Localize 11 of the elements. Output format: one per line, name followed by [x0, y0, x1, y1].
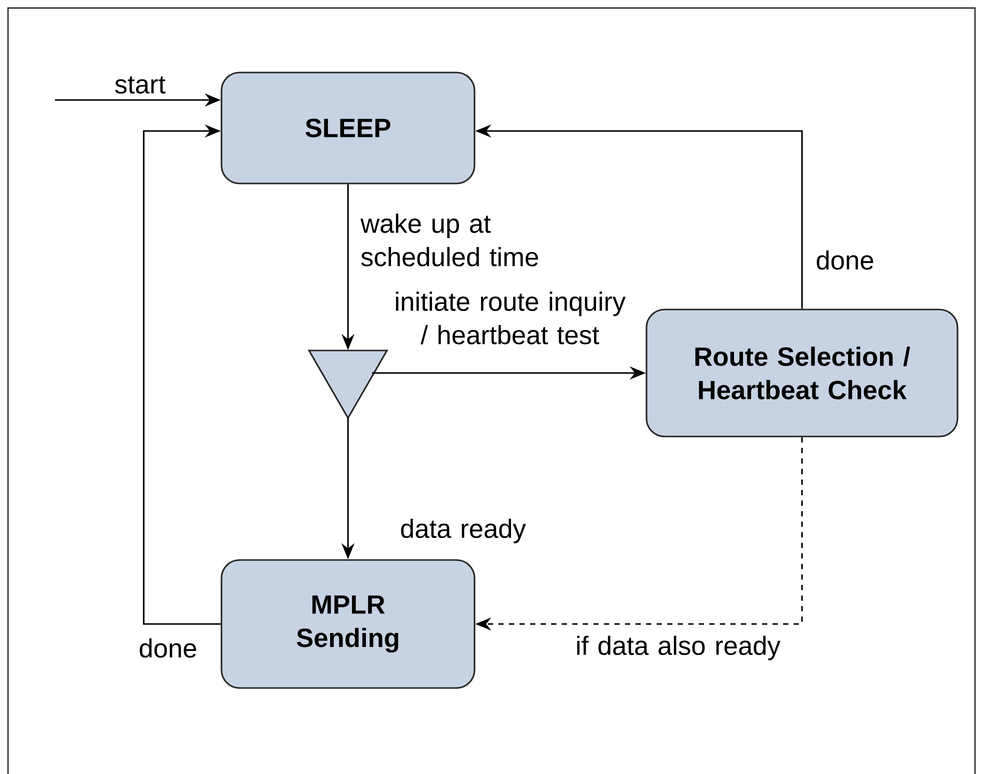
edge-label: if data also ready [577, 636, 780, 660]
edge-label: initiate route inquiry / heartbeat test [396, 292, 626, 344]
edge-label: wake up at scheduled time [360, 214, 538, 266]
edge-label: done [140, 638, 196, 658]
state-box: Route Selection / Heartbeat Check [646, 308, 958, 438]
state-box: SLEEP [220, 72, 476, 184]
edge-label: done [816, 250, 874, 270]
state-box: MPLR Sending [220, 559, 476, 689]
edge-label: data ready [401, 518, 526, 544]
edge-label: start [115, 76, 166, 94]
arrow [142, 124, 221, 625]
